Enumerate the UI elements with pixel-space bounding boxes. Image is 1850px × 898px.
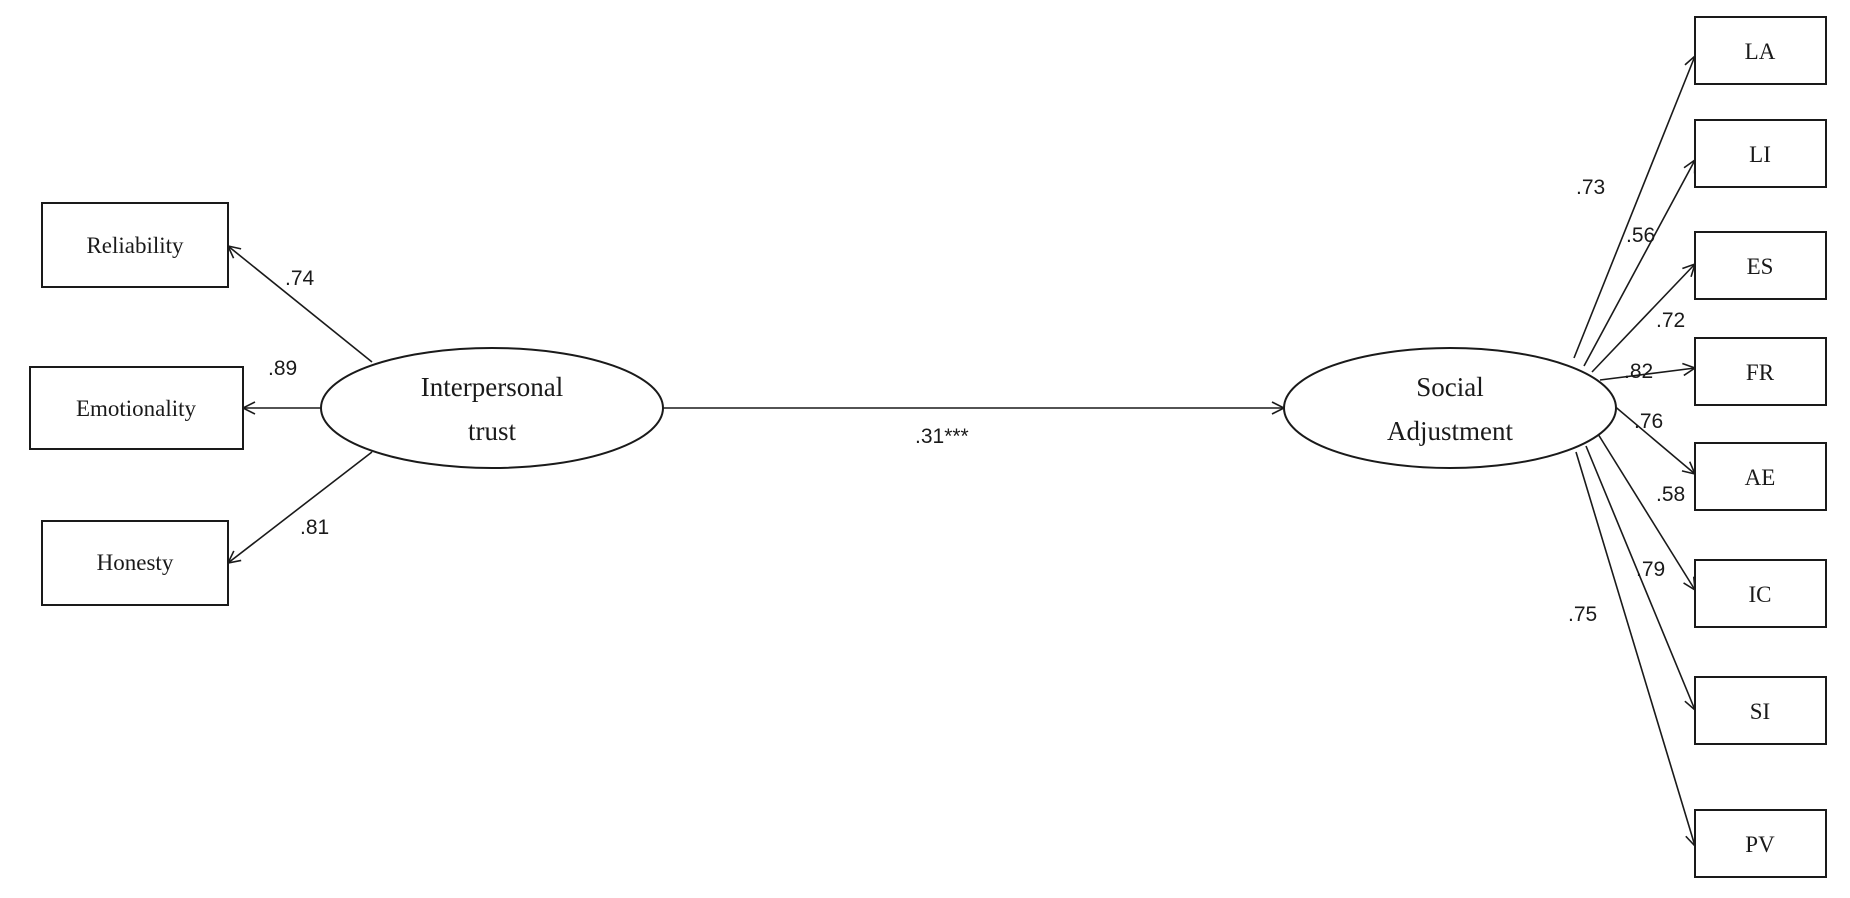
edge-adjustment-fr: [1599, 368, 1695, 381]
loading-es: .72: [1656, 309, 1685, 332]
edge-trust-honesty: [228, 451, 373, 563]
indicator-pv: PV: [1694, 809, 1827, 878]
loading-si: .79: [1636, 558, 1665, 581]
indicator-la: LA: [1694, 16, 1827, 85]
edge-adjustment-es: [1591, 264, 1695, 373]
latent-label-line1: Social: [1416, 372, 1484, 402]
indicator-label: IC: [1749, 582, 1772, 607]
loading-emotionality: .89: [268, 357, 297, 380]
edge-adjustment-ic: [1597, 433, 1695, 590]
coefficients: .74 .89 .81 .31*** .73 .56 .72 .82 .76 .…: [268, 176, 1685, 626]
loading-ae: .76: [1634, 410, 1663, 433]
indicator-label: Emotionality: [76, 396, 197, 421]
indicator-emotionality: Emotionality: [29, 366, 244, 450]
edge-adjustment-la: [1573, 56, 1695, 359]
edge-trust-reliability: [228, 246, 373, 363]
indicator-honesty: Honesty: [41, 520, 229, 606]
indicator-label: AE: [1745, 465, 1776, 490]
indicator-label: LA: [1745, 39, 1776, 64]
indicator-es: ES: [1694, 231, 1827, 300]
path-coefficient: .31***: [915, 425, 969, 448]
loading-la: .73: [1576, 176, 1605, 199]
indicator-label: PV: [1745, 832, 1775, 857]
latent-label-line2: trust: [468, 416, 517, 446]
loading-pv: .75: [1568, 603, 1597, 626]
adjustment-indicators: LA LI ES FR AE IC SI PV: [1694, 16, 1827, 878]
loading-reliability: .74: [285, 267, 315, 290]
indicator-label: Honesty: [97, 550, 174, 575]
latent-label-line2: Adjustment: [1387, 416, 1513, 446]
edge-adjustment-li: [1583, 160, 1695, 367]
loading-honesty: .81: [300, 516, 329, 539]
latent-interpersonal-trust: Interpersonal trust: [320, 347, 664, 469]
edge-adjustment-si: [1585, 445, 1695, 710]
indicator-li: LI: [1694, 119, 1827, 188]
indicator-label: SI: [1750, 699, 1770, 724]
indicator-fr: FR: [1694, 337, 1827, 406]
edge-adjustment-ae: [1611, 403, 1695, 474]
indicator-label: ES: [1747, 254, 1774, 279]
indicator-si: SI: [1694, 676, 1827, 745]
edge-adjustment-pv: [1575, 451, 1695, 846]
indicator-label: LI: [1749, 142, 1771, 167]
indicator-ae: AE: [1694, 442, 1827, 511]
indicator-ic: IC: [1694, 559, 1827, 628]
edges: [228, 56, 1695, 846]
latent-label-line1: Interpersonal: [421, 372, 563, 402]
indicator-reliability: Reliability: [41, 202, 229, 288]
loading-li: .56: [1626, 224, 1655, 247]
latent-social-adjustment: Social Adjustment: [1283, 347, 1617, 469]
indicator-label: Reliability: [86, 233, 184, 258]
trust-indicators: Reliability Emotionality Honesty: [29, 202, 244, 606]
loading-ic: .58: [1656, 483, 1685, 506]
indicator-label: FR: [1746, 360, 1775, 385]
loading-fr: .82: [1624, 360, 1653, 383]
